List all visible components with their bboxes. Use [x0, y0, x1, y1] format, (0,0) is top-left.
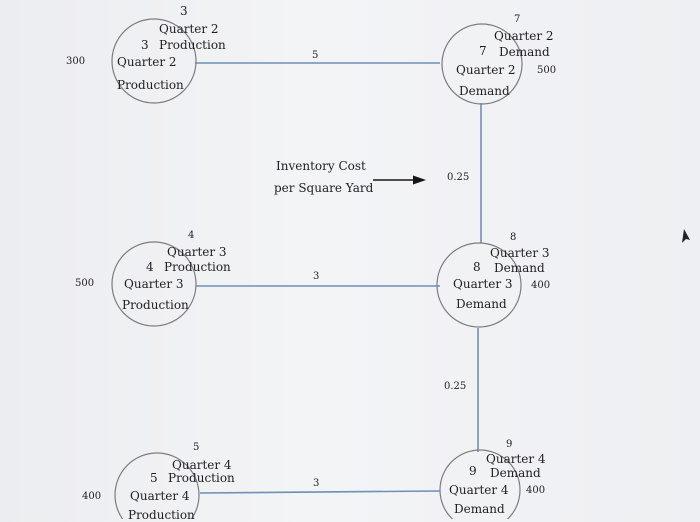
q4d-small-number: 9: [469, 464, 477, 478]
q2p-kind: Production: [117, 78, 184, 92]
q3p-small-kind: Production: [164, 260, 231, 274]
q3p-supply: 500: [75, 278, 95, 289]
legend-arrow-head: [413, 175, 426, 185]
q2p-small-kind: Production: [159, 38, 226, 52]
q2p-small-number: 3: [141, 38, 149, 52]
q4p-title: Quarter 4: [130, 489, 190, 503]
q4p-supply: 400: [82, 491, 102, 502]
q3p-kind: Production: [122, 298, 189, 312]
q3p-node-number-top: 4: [188, 230, 195, 241]
legend-line-1: Inventory Cost: [276, 159, 366, 173]
q3d-demand: 400: [531, 280, 551, 291]
q2p-title: Quarter 2: [117, 55, 177, 69]
arc-q4p-q4d: [199, 490, 441, 494]
q2d-small-title: Quarter 2: [494, 29, 554, 43]
q2d-demand: 500: [537, 65, 557, 76]
mouse-cursor-icon: [682, 229, 690, 243]
q4d-small-title: Quarter 4: [486, 452, 546, 466]
arc-q2d-q3d-cost: 0.25: [447, 172, 470, 183]
node-q4-demand: [439, 449, 521, 519]
q2d-small-number: 7: [479, 44, 487, 58]
q4p-small-kind: Production: [168, 471, 235, 485]
q2d-small-kind: Demand: [499, 45, 550, 59]
q3p-small-number: 4: [146, 260, 154, 274]
arc-q4p-q4d-cost: 3: [313, 478, 320, 489]
q4p-kind: Production: [128, 508, 195, 522]
q3p-small-title: Quarter 3: [167, 245, 227, 259]
q4d-kind: Demand: [454, 502, 505, 516]
q3d-small-kind: Demand: [494, 261, 545, 275]
q4d-small-kind: Demand: [490, 466, 541, 480]
node-q2-production: [111, 18, 197, 104]
arc-q2p-q2d-cost: 5: [312, 50, 319, 61]
node-q2-demand: [441, 23, 523, 105]
q4p-node-number-top: 5: [193, 442, 200, 453]
q2d-kind: Demand: [459, 84, 510, 98]
q2p-small-title: Quarter 2: [159, 22, 219, 36]
q4d-title: Quarter 4: [449, 483, 509, 497]
q3d-title: Quarter 3: [453, 277, 513, 291]
q3d-small-title: Quarter 3: [490, 246, 550, 260]
arc-q3p-q3d-cost: 3: [313, 271, 320, 282]
q2d-title: Quarter 2: [456, 63, 516, 77]
q2p-supply: 300: [66, 56, 86, 67]
q4p-small-title: Quarter 4: [172, 458, 232, 472]
q3d-small-number: 8: [473, 260, 481, 274]
q2d-node-number-top: 7: [514, 14, 521, 25]
q3p-title: Quarter 3: [124, 277, 184, 291]
q3d-node-number-top: 8: [510, 232, 517, 243]
arc-q3d-q4d-cost: 0.25: [444, 381, 467, 392]
q4d-demand: 400: [526, 485, 546, 496]
q3d-kind: Demand: [456, 297, 507, 311]
node-q3-production: [111, 241, 197, 327]
node-q4-production: [114, 452, 200, 519]
q4p-small-number: 5: [150, 471, 158, 485]
node-q3-demand: [436, 242, 522, 328]
q4d-node-number-top: 9: [506, 439, 513, 450]
q2p-node-number-top: 3: [180, 4, 188, 18]
legend-line-2: per Square Yard: [274, 181, 374, 195]
